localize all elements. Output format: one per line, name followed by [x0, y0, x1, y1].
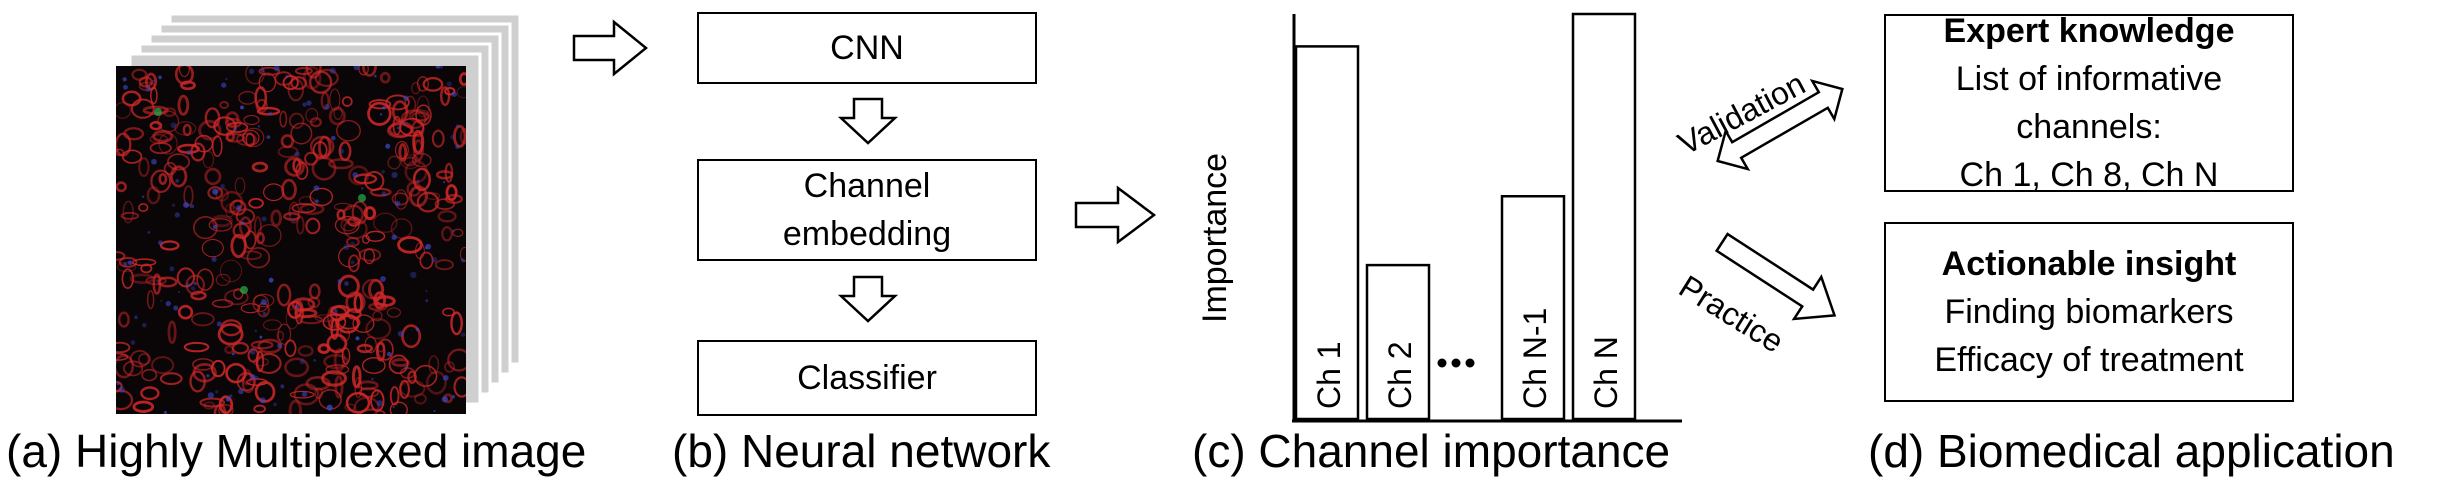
classifier-box: Classifier — [697, 340, 1037, 416]
arrow-right-icon — [572, 19, 648, 77]
caption-b: (b) Neural network — [672, 425, 1051, 477]
arrow-diagonal-icon — [1714, 232, 1837, 321]
bar-ch-1 — [1294, 45, 1360, 421]
cnn-label: CNN — [830, 29, 904, 67]
actionable-insight-line1: Finding biomarkers — [1944, 293, 2234, 331]
caption-d: (d) Biomedical application — [1868, 425, 2395, 477]
expert-knowledge-line2: Ch 1, Ch 8, Ch N — [1959, 156, 2219, 194]
arrow-down-icon — [838, 97, 898, 145]
actionable-insight-title: Actionable insight — [1941, 245, 2237, 283]
classifier-label: Classifier — [797, 359, 937, 397]
bar-ch-2 — [1365, 263, 1431, 421]
channel-embedding-label-line2: embedding — [782, 215, 952, 253]
expert-knowledge-box: Expert knowledge List of informative cha… — [1884, 12, 2294, 194]
bar-ch-n-1 — [1500, 195, 1566, 421]
caption-c: (c) Channel importance — [1192, 425, 1671, 477]
ellipsis-dot — [1451, 358, 1461, 368]
actionable-insight-line2: Efficacy of treatment — [1934, 341, 2244, 379]
cnn-box: CNN — [697, 12, 1037, 84]
bar-ch-n — [1571, 12, 1637, 421]
channel-embedding-box: Channel embedding — [697, 159, 1037, 261]
image-stack — [110, 8, 530, 418]
arrow-right-icon — [1074, 185, 1157, 245]
bar-label: Ch 1 — [1311, 341, 1347, 409]
channel-embedding-label-line1: Channel — [803, 167, 931, 205]
expert-knowledge-title: Expert knowledge — [1943, 12, 2235, 50]
actionable-insight-box: Actionable insight Finding biomarkers Ef… — [1884, 222, 2294, 402]
chart-plot — [1292, 12, 1682, 423]
bar-label: Ch N — [1588, 336, 1624, 409]
multiplexed-image — [116, 66, 466, 414]
double-arrow-icon — [1716, 78, 1844, 172]
arrow-down-icon — [838, 275, 898, 323]
ellipsis-dot — [1437, 358, 1447, 368]
ellipsis-dot — [1465, 358, 1475, 368]
bar-label: Ch 2 — [1382, 341, 1418, 409]
expert-knowledge-line1: List of informative channels: — [1955, 60, 2223, 146]
bar-label: Ch N-1 — [1517, 307, 1553, 409]
caption-a: (a) Highly Multiplexed image — [6, 425, 587, 477]
